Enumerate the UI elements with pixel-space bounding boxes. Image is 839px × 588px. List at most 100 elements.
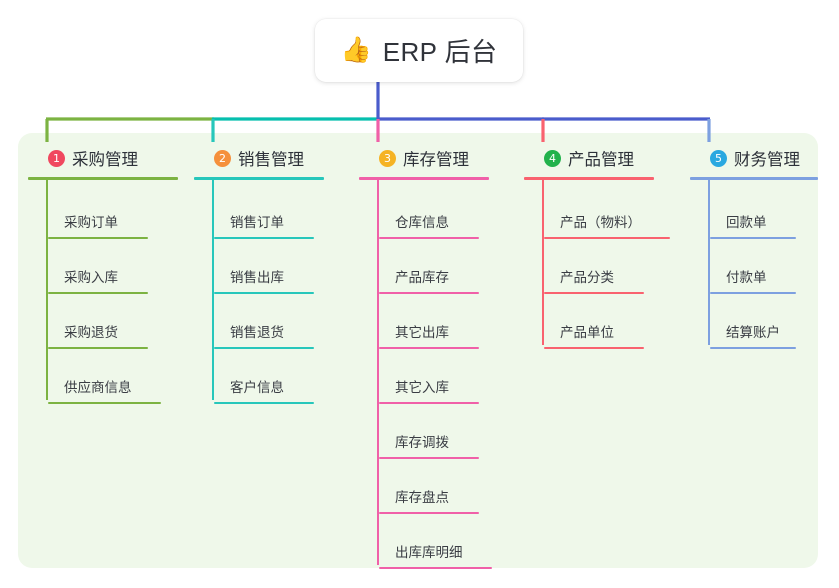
- list-item-label: 销售退货: [230, 325, 284, 340]
- list-item[interactable]: 产品单位: [544, 294, 654, 349]
- list-item[interactable]: 采购订单: [48, 184, 178, 239]
- list-item[interactable]: 回款单: [710, 184, 818, 239]
- list-item-label: 其它出库: [395, 325, 449, 340]
- root-node[interactable]: 👍 ERP 后台: [315, 19, 523, 82]
- list-item-label: 客户信息: [230, 380, 284, 395]
- list-item[interactable]: 库存盘点: [379, 459, 489, 514]
- column-number-badge: 5: [710, 149, 727, 167]
- list-item-rule: [48, 347, 148, 349]
- list-item-rule: [379, 347, 479, 349]
- list-item-rule: [544, 237, 670, 239]
- list-item-rule: [710, 347, 796, 349]
- list-item-label: 付款单: [726, 270, 767, 285]
- list-item[interactable]: 产品分类: [544, 239, 654, 294]
- list-item[interactable]: 结算账户: [710, 294, 818, 349]
- list-item-label: 其它入库: [395, 380, 449, 395]
- list-item-label: 出库库明细: [395, 545, 463, 560]
- list-item[interactable]: 销售出库: [214, 239, 324, 294]
- column-number-badge: 2: [214, 149, 231, 167]
- list-item[interactable]: 采购入库: [48, 239, 178, 294]
- list-item[interactable]: 仓库信息: [379, 184, 489, 239]
- column-number-badge: 1: [48, 149, 65, 167]
- list-item-rule: [379, 292, 479, 294]
- column-title: 库存管理: [403, 151, 469, 169]
- column-items: 仓库信息产品库存其它出库其它入库库存调拨库存盘点出库库明细: [359, 180, 492, 569]
- list-item-rule: [214, 292, 314, 294]
- list-item-label: 产品库存: [395, 270, 449, 285]
- list-item-label: 销售出库: [230, 270, 284, 285]
- list-item-label: 结算账户: [726, 325, 780, 340]
- list-item-rule: [214, 237, 314, 239]
- column-spine: [46, 180, 48, 400]
- column-header-4[interactable]: 4 产品管理: [524, 146, 654, 170]
- list-item-rule: [379, 512, 479, 514]
- list-item[interactable]: 销售退货: [214, 294, 324, 349]
- column-4: 4 产品管理产品（物料） 产品分类产品单位: [524, 146, 670, 349]
- list-item-rule: [544, 292, 644, 294]
- column-header-5[interactable]: 5 财务管理: [690, 146, 818, 170]
- column-number-badge: 4: [544, 149, 561, 167]
- list-item-rule: [379, 402, 479, 404]
- list-item-rule: [48, 402, 161, 404]
- column-items: 回款单付款单结算账户: [690, 180, 818, 349]
- list-item-label: 销售订单: [230, 215, 284, 230]
- list-item-label: 产品分类: [560, 270, 614, 285]
- column-header-rule: [194, 177, 324, 180]
- column-header-1[interactable]: 1 采购管理: [28, 146, 178, 170]
- column-2: 2 销售管理销售订单销售出库销售退货客户信息: [194, 146, 324, 404]
- column-1: 1 采购管理采购订单采购入库采购退货供应商信息: [28, 146, 178, 404]
- column-title: 产品管理: [568, 151, 634, 169]
- list-item-rule: [214, 347, 314, 349]
- list-item-rule: [48, 237, 148, 239]
- list-item[interactable]: 销售订单: [214, 184, 324, 239]
- list-item-rule: [48, 292, 148, 294]
- list-item[interactable]: 其它入库: [379, 349, 489, 404]
- column-header-rule: [28, 177, 178, 180]
- thumbs-up-icon: 👍: [340, 36, 372, 64]
- list-item-rule: [710, 292, 796, 294]
- column-title: 采购管理: [72, 151, 138, 169]
- list-item-label: 仓库信息: [395, 215, 449, 230]
- column-3: 3 库存管理仓库信息产品库存其它出库其它入库库存调拨库存盘点出库库明细: [359, 146, 492, 569]
- column-title: 财务管理: [734, 151, 800, 169]
- list-item[interactable]: 客户信息: [214, 349, 324, 404]
- list-item-label: 供应商信息: [64, 380, 132, 395]
- list-item-rule: [379, 457, 479, 459]
- list-item-label: 产品单位: [560, 325, 614, 340]
- column-header-2[interactable]: 2 销售管理: [194, 146, 324, 170]
- list-item[interactable]: 其它出库: [379, 294, 489, 349]
- list-item-rule: [710, 237, 796, 239]
- column-items: 产品（物料） 产品分类产品单位: [524, 180, 670, 349]
- column-number-badge: 3: [379, 149, 396, 167]
- list-item-label: 采购入库: [64, 270, 118, 285]
- column-header-rule: [690, 177, 818, 180]
- list-item[interactable]: 出库库明细: [379, 514, 492, 569]
- columns-background-panel: [18, 133, 818, 568]
- column-items: 销售订单销售出库销售退货客户信息: [194, 180, 324, 404]
- list-item[interactable]: 产品库存: [379, 239, 489, 294]
- list-item-rule: [379, 237, 479, 239]
- list-item-label: 库存调拨: [395, 435, 449, 450]
- list-item[interactable]: 供应商信息: [48, 349, 178, 404]
- column-spine: [708, 180, 710, 345]
- list-item[interactable]: 产品（物料）: [544, 184, 670, 239]
- list-item-rule: [379, 567, 492, 569]
- list-item[interactable]: 采购退货: [48, 294, 178, 349]
- column-header-3[interactable]: 3 库存管理: [359, 146, 489, 170]
- column-spine: [212, 180, 214, 400]
- column-header-rule: [524, 177, 654, 180]
- column-spine: [542, 180, 544, 345]
- root-node-label: ERP 后台: [382, 37, 498, 67]
- list-item-label: 产品（物料）: [560, 215, 641, 230]
- list-item[interactable]: 库存调拨: [379, 404, 489, 459]
- list-item-label: 库存盘点: [395, 490, 449, 505]
- list-item-label: 回款单: [726, 215, 767, 230]
- list-item-label: 采购订单: [64, 215, 118, 230]
- column-items: 采购订单采购入库采购退货供应商信息: [28, 180, 178, 404]
- column-5: 5 财务管理回款单付款单结算账户: [690, 146, 818, 349]
- column-spine: [377, 180, 379, 565]
- list-item-rule: [544, 347, 644, 349]
- column-title: 销售管理: [238, 151, 304, 169]
- list-item[interactable]: 付款单: [710, 239, 818, 294]
